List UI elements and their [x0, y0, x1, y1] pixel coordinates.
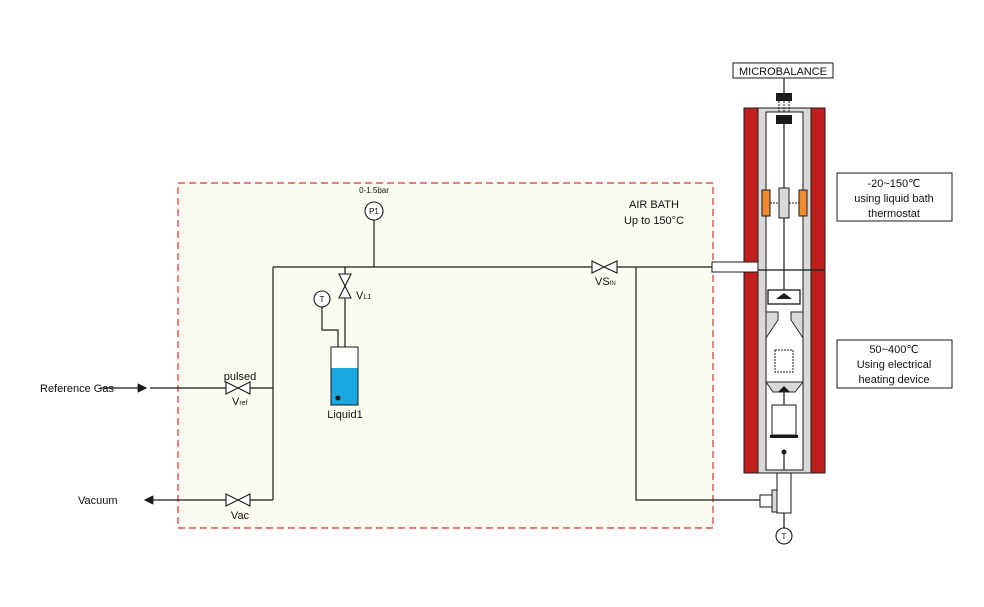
svg-text:-20~150℃: -20~150℃ — [867, 178, 920, 190]
liquid-fill — [331, 368, 358, 405]
svg-text:T: T — [782, 532, 787, 541]
valve-pulsed-label: pulsed — [224, 371, 256, 383]
valve-vsin-label: VSIN — [595, 276, 616, 288]
air-bath-title: AIR BATH — [629, 199, 679, 211]
microbalance-label: MICROBALANCE — [739, 66, 827, 78]
air-bath-temp: Up to 150°C — [624, 215, 684, 227]
pressure-gauge-label: P1 — [369, 207, 379, 216]
valve-vl1-label: VL1 — [356, 290, 371, 302]
heater-block-right — [798, 189, 808, 217]
microbalance-box — [732, 62, 834, 79]
furnace-wall-left — [743, 107, 759, 474]
valve-vac-label: Vac — [231, 510, 250, 522]
valve-vsin[interactable] — [591, 260, 618, 274]
return-line — [635, 267, 760, 501]
valve-vref[interactable] — [225, 381, 251, 395]
svg-text:thermostat: thermostat — [868, 208, 920, 220]
vacuum-label: Vacuum — [78, 495, 118, 507]
pressure-gauge[interactable] — [364, 201, 384, 221]
air-bath-region — [177, 182, 714, 529]
liquid-label: Liquid1 — [327, 409, 362, 421]
svg-text:50~400℃: 50~400℃ — [869, 344, 918, 356]
info-box-upper — [836, 172, 953, 222]
heater-block-left — [761, 189, 771, 217]
svg-text:heating device: heating device — [859, 374, 930, 386]
valve-vref-label: Vref — [232, 396, 248, 408]
reference-gas-label: Reference Gas — [40, 383, 114, 395]
svg-text:Using electrical: Using electrical — [857, 359, 932, 371]
valve-vl1[interactable] — [338, 273, 352, 299]
svg-text:using liquid bath: using liquid bath — [854, 193, 934, 205]
pressure-range-label: 0-1.5bar — [359, 186, 389, 195]
furnace-wall-right — [810, 107, 826, 474]
info-box-lower — [836, 339, 953, 389]
svg-text:T: T — [320, 295, 325, 304]
bottom-temperature-sensor — [775, 527, 793, 545]
